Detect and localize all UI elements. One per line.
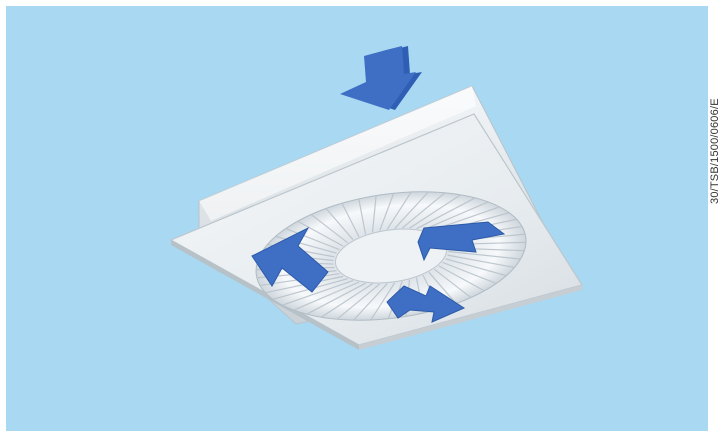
figure-reference-code-text: 30/TSB/1500/0606/E (709, 98, 721, 204)
ceiling-diffuser-illustration (6, 6, 708, 431)
figure-reference-code: 30/TSB/1500/0606/E (709, 4, 723, 204)
supply-air-arrow-icon (340, 46, 422, 110)
